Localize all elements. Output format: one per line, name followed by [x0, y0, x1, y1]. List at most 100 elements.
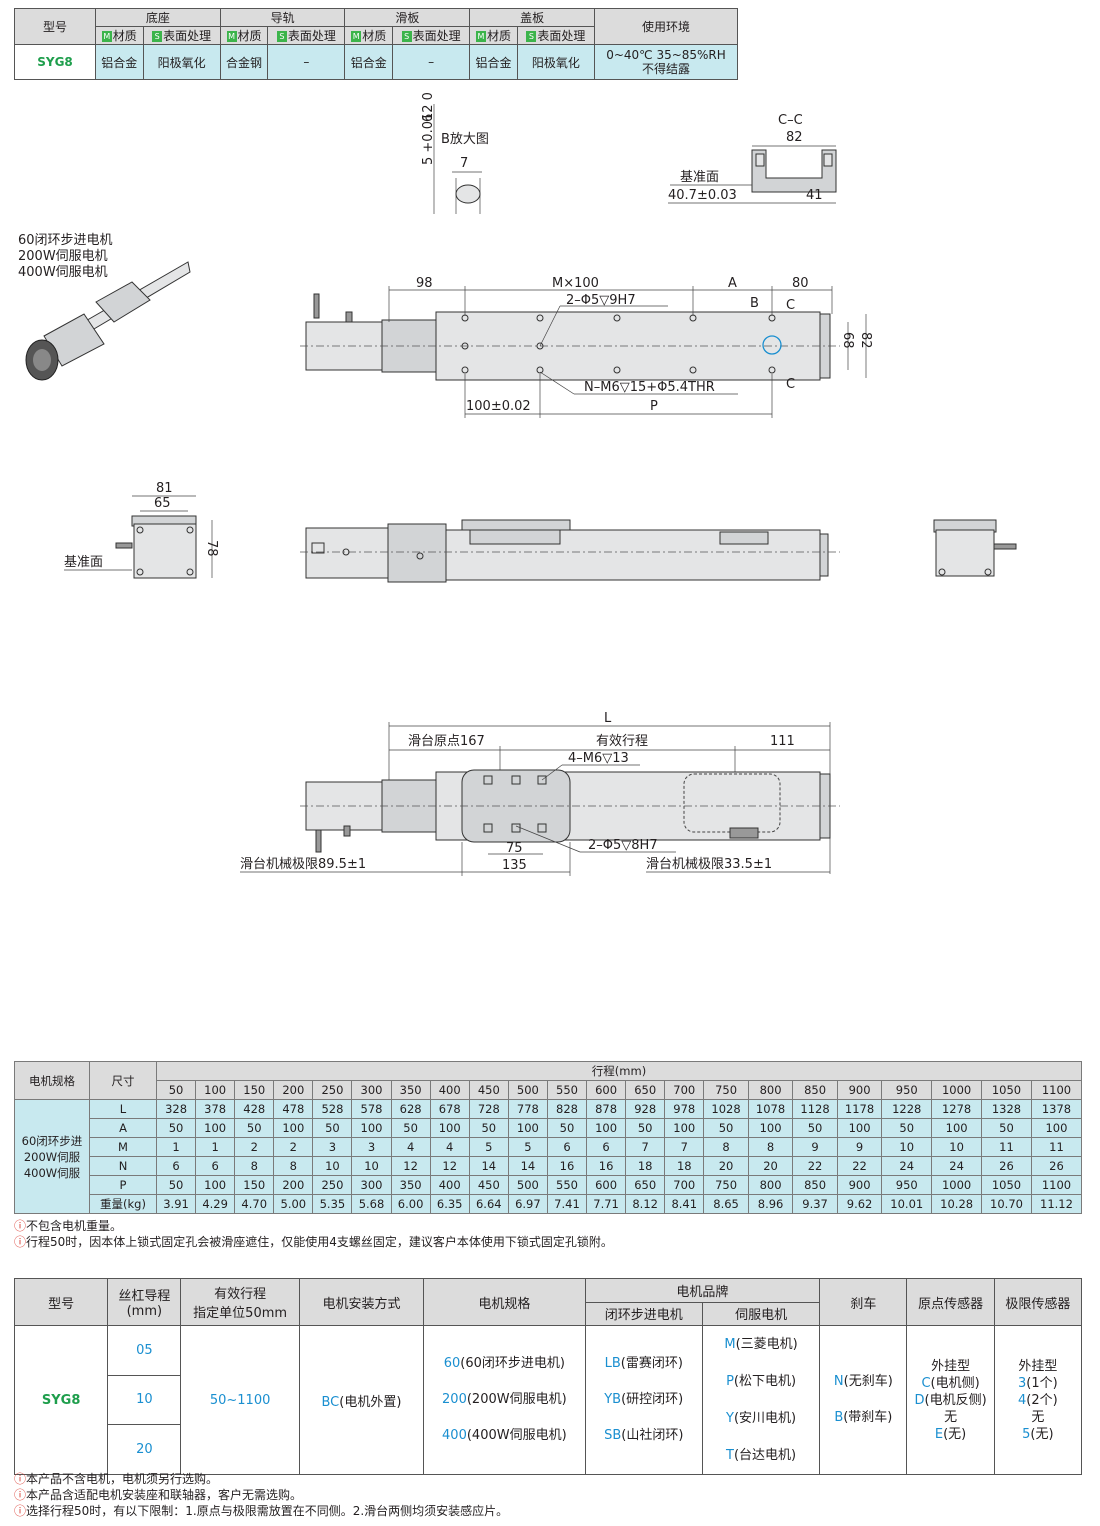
- dims-value-cell: 9: [836, 1137, 883, 1157]
- dims-value-cell: 9.62: [836, 1194, 883, 1214]
- dims-value-cell: 18: [625, 1156, 666, 1176]
- cc-section-view: C–C 82 基准面 40.7±0.03 41: [668, 113, 837, 204]
- dims-value-cell: 250: [312, 1175, 353, 1195]
- top-c-label: C: [786, 298, 795, 313]
- dims-value-cell: 1128: [792, 1099, 838, 1119]
- dims-value-cell: 578: [351, 1099, 392, 1119]
- dims-value-cell: 16: [546, 1156, 588, 1176]
- dims-stroke-cell: 550: [546, 1080, 588, 1100]
- order-limit: 外挂型 3(1个) 4(2个) 无 5(无): [993, 1325, 1083, 1475]
- top-dim-80: 80: [792, 276, 809, 291]
- dims-stroke-cell: 750: [703, 1080, 749, 1100]
- dims-value-cell: 5.00: [273, 1194, 314, 1214]
- dims-value-cell: 8: [234, 1156, 275, 1176]
- spec-header-slider: 滑板: [344, 8, 471, 27]
- order-limit-item: 5(无): [1022, 1426, 1054, 1442]
- dims-value-cell: 14: [507, 1156, 548, 1176]
- dims-value-cell: 6: [546, 1137, 588, 1157]
- order-header-stroke: 有效行程指定单位50mm: [180, 1278, 300, 1326]
- top-holes-label: N–M6▽15+Φ5.4THR: [584, 380, 715, 395]
- dims-value-cell: 3: [351, 1137, 392, 1157]
- dims-value-cell: 50: [981, 1118, 1032, 1138]
- dims-value-cell: 1378: [1030, 1099, 1083, 1119]
- dims-value-cell: 4: [390, 1137, 431, 1157]
- dims-stroke-cell: 850: [792, 1080, 838, 1100]
- dims-value-cell: 4.70: [234, 1194, 275, 1214]
- order-brakes: N(无刹车) B(带刹车): [819, 1325, 908, 1475]
- dims-stroke-cell: 1000: [931, 1080, 983, 1100]
- dims-value-cell: 750: [703, 1175, 749, 1195]
- dims-stroke-cell: 1100: [1030, 1080, 1083, 1100]
- order-code-table: 型号 丝杠导程(mm) 有效行程指定单位50mm 电机安装方式 电机规格 电机品…: [13, 1278, 1083, 1475]
- bottom-limit-right: 滑台机械极限33.5±1: [646, 857, 772, 872]
- bottom-pins: 2–Φ5▽8H7: [588, 838, 658, 853]
- dims-value-cell: 10: [931, 1137, 983, 1157]
- order-servos: M(三菱电机) P(松下电机) Y(安川电机) T(台达电机): [701, 1325, 821, 1475]
- dims-value-cell: 11: [981, 1137, 1032, 1157]
- top-dim-68: 68: [840, 332, 855, 349]
- dims-value-cell: 10.70: [981, 1194, 1032, 1214]
- dims-header-motor: 电机规格: [14, 1061, 90, 1100]
- spec-slider-surface: –: [392, 44, 471, 80]
- order-motor-specs: 60(60闭环步进电机) 200(200W伺服电机) 400(400W伺服电机): [423, 1325, 586, 1475]
- dims-value-cell: 6.35: [429, 1194, 470, 1214]
- dims-value-cell: 50: [703, 1118, 749, 1138]
- end-view: 81 65 78 基准面: [64, 481, 219, 579]
- dims-stroke-cell: 950: [881, 1080, 933, 1100]
- spec-slider-material: 铝合金: [344, 44, 394, 80]
- end-dim-81: 81: [156, 481, 173, 496]
- order-motor-spec-item: 200(200W伺服电机): [442, 1392, 567, 1407]
- dims-value-cell: 50: [155, 1118, 197, 1138]
- bottom-dim-111: 111: [770, 734, 795, 749]
- spec-header-rail: 导轨: [219, 8, 346, 27]
- dims-value-cell: 428: [234, 1099, 275, 1119]
- dims-value-cell: 6: [195, 1156, 236, 1176]
- dims-value-cell: 9: [792, 1137, 838, 1157]
- order-header-limit: 极限传感器: [993, 1278, 1083, 1326]
- dims-stroke-cell: 300: [351, 1080, 392, 1100]
- order-header-model: 型号: [13, 1278, 109, 1326]
- order-model: SYG8: [13, 1325, 109, 1475]
- dims-value-cell: 828: [546, 1099, 588, 1119]
- dims-value-cell: 1228: [881, 1099, 933, 1119]
- bottom-dim-75: 75: [506, 841, 523, 856]
- dims-value-cell: 14: [468, 1156, 509, 1176]
- order-stepper-item: LB(雷赛闭环): [604, 1356, 683, 1371]
- dims-value-cell: 10.28: [931, 1194, 983, 1214]
- dims-value-cell: 1328: [981, 1099, 1032, 1119]
- dims-stroke-cell: 600: [586, 1080, 627, 1100]
- dims-value-cell: 350: [390, 1175, 431, 1195]
- bottom-view: L 滑台原点167 有效行程 111 4–M6▽13 2–Φ5▽8H7 75 1…: [240, 711, 840, 876]
- dims-value-cell: 700: [664, 1175, 705, 1195]
- technical-drawing: .ln{stroke:#333;stroke-width:1;fill:none…: [18, 92, 1017, 876]
- dims-value-cell: 800: [747, 1175, 794, 1195]
- dims-value-cell: 850: [792, 1175, 838, 1195]
- top-view: 98 M×100 A 80 2–Φ5▽9H7 B C C 68 82 N–M6▽…: [300, 276, 873, 418]
- order-origin-item: C(电机侧): [921, 1375, 980, 1391]
- dims-value-cell: 8.41: [664, 1194, 705, 1214]
- dims-value-cell: 5.68: [351, 1194, 392, 1214]
- dims-value-cell: 50: [881, 1118, 933, 1138]
- dims-value-cell: 1078: [747, 1099, 794, 1119]
- end-dim-78: 78: [204, 540, 219, 557]
- dims-value-cell: 6: [155, 1156, 197, 1176]
- dims-motor-label: 200W伺服: [23, 1149, 81, 1164]
- dims-note: ⓘ不包含电机重量。: [14, 1219, 123, 1233]
- dims-value-cell: 2: [234, 1137, 275, 1157]
- spec-header-base: 底座: [95, 8, 221, 27]
- b-detail-dim-6: 6: [421, 114, 436, 122]
- order-header-brake: 刹车: [819, 1278, 908, 1326]
- dims-value-cell: 900: [836, 1175, 883, 1195]
- dims-value-cell: 4.29: [195, 1194, 236, 1214]
- dims-value-cell: 7.41: [546, 1194, 588, 1214]
- dims-stroke-cell: 500: [507, 1080, 548, 1100]
- dims-value-cell: 12: [390, 1156, 431, 1176]
- dims-value-cell: 16: [586, 1156, 627, 1176]
- dims-row-label: L: [89, 1099, 157, 1119]
